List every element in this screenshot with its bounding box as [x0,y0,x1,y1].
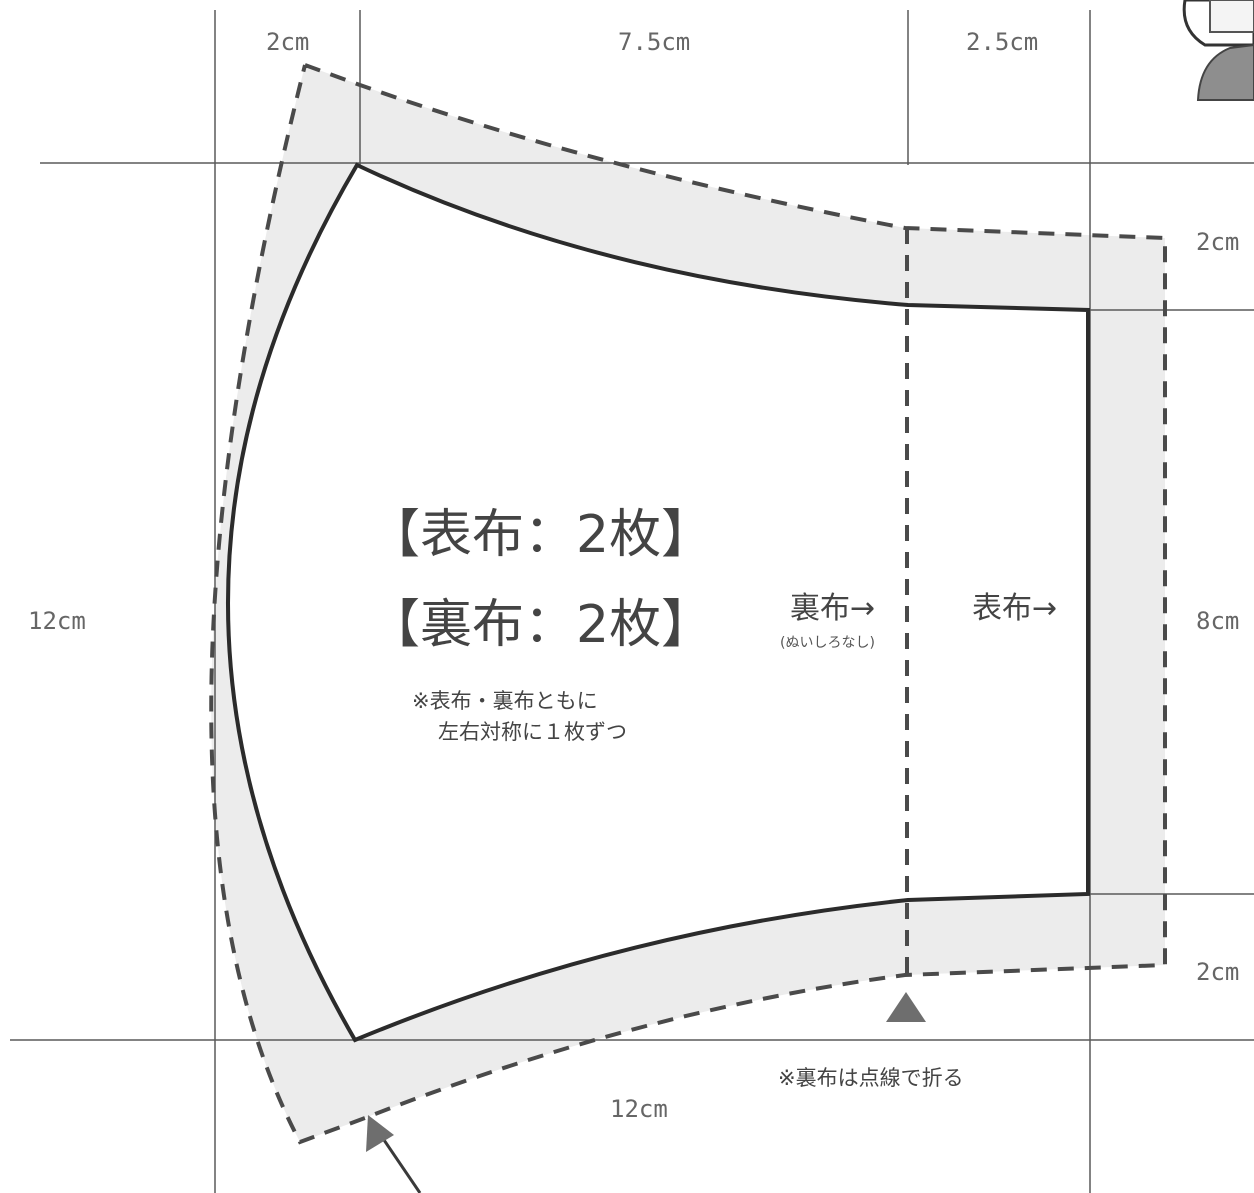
inner-fabric-count: 【裏布：2枚】 [368,595,714,655]
note-symmetric-line2: 左右対称に１枚ずつ [438,720,627,744]
dimension-bottom-width: 12cm [610,1095,668,1123]
person-illustration-icon [1182,0,1254,101]
note-symmetric-line1: ※表布・裏布ともに [412,689,598,713]
dimension-top-middle: 7.5cm [618,28,691,56]
dimension-top-left-seam: 2cm [266,28,310,56]
dimension-right-top-seam: 2cm [1196,228,1240,256]
outer-fabric-pointer: 表布→ [972,591,1058,626]
outer-fabric-count: 【表布：2枚】 [368,505,714,565]
fold-note: ※裏布は点線で折る [778,1066,964,1090]
triangle-up-icon [886,992,926,1022]
seam-allowance-dashed-line [209,63,1167,1145]
pattern-piece-outline [226,162,1090,1043]
dimension-top-right: 2.5cm [966,28,1039,56]
arrow-pointer-icon [366,1115,422,1193]
dimension-right-bottom-seam: 2cm [1196,958,1240,986]
inner-fabric-pointer: 裏布→ [790,591,876,626]
dimension-right-height: 8cm [1196,607,1240,635]
dimension-left-height: 12cm [28,607,86,635]
inner-fabric-no-allowance: (ぬいしろなし) [780,635,875,651]
